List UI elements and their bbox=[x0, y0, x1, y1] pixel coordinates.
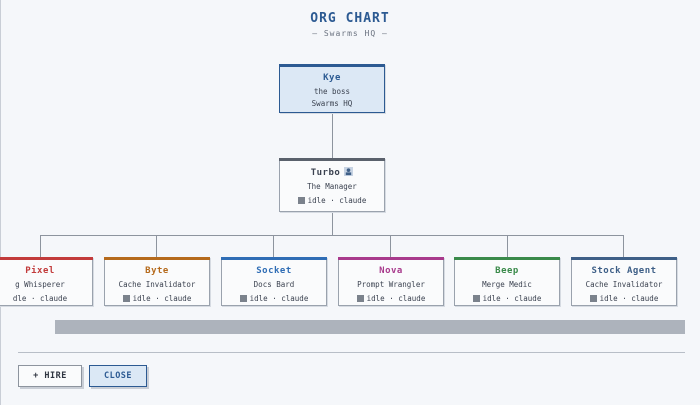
boss-card[interactable]: Kye the boss Swarms HQ bbox=[279, 64, 385, 113]
connector-horizontal bbox=[40, 235, 624, 236]
card-name: Turbo bbox=[280, 167, 384, 178]
card-name: Kye bbox=[323, 73, 341, 83]
card-accent-bar bbox=[0, 257, 93, 260]
card-status-text: idle · claude bbox=[366, 294, 426, 303]
card-org: Swarms HQ bbox=[311, 99, 353, 108]
window-edge bbox=[0, 0, 1, 405]
card-role: Cache Invalidator bbox=[118, 280, 196, 289]
person-icon bbox=[344, 167, 354, 176]
card-status-text: idle · claude bbox=[132, 294, 192, 303]
card-name: Pixel bbox=[25, 266, 55, 276]
card-role: Cache Invalidator bbox=[585, 280, 663, 289]
connector-manager-trunk bbox=[332, 212, 333, 235]
hire-button[interactable]: + HIRE bbox=[18, 365, 82, 387]
horizontal-scrollbar[interactable] bbox=[55, 320, 685, 334]
status-square-icon bbox=[589, 295, 597, 302]
report-card-beep[interactable]: Beep Merge Medic idle · claude bbox=[454, 257, 560, 306]
card-role: the boss bbox=[313, 87, 351, 96]
connector-drop-3 bbox=[273, 235, 274, 257]
card-status-text: idle · claude bbox=[482, 294, 542, 303]
card-status-text: dle · claude bbox=[12, 294, 68, 303]
connector-drop-4 bbox=[390, 235, 391, 257]
card-name: Stock Agent bbox=[591, 266, 657, 276]
card-accent-bar bbox=[221, 257, 327, 260]
card-role: Merge Medic bbox=[482, 280, 532, 289]
card-accent-bar bbox=[104, 257, 210, 260]
card-status-text: idle · claude bbox=[599, 294, 659, 303]
report-card-nova[interactable]: Nova Prompt Wrangler idle · claude bbox=[338, 257, 444, 306]
page-subtitle: — Swarms HQ — bbox=[312, 29, 388, 38]
card-name-text: Turbo bbox=[310, 168, 341, 178]
card-status: idle · claude bbox=[572, 294, 676, 303]
status-square-icon bbox=[297, 197, 305, 204]
card-status: dle · claude bbox=[0, 294, 92, 303]
status-square-icon bbox=[122, 295, 130, 302]
status-square-icon bbox=[472, 295, 480, 302]
report-card-byte[interactable]: Byte Cache Invalidator idle · claude bbox=[104, 257, 210, 306]
close-button[interactable]: CLOSE bbox=[89, 365, 147, 387]
connector-drop-5 bbox=[507, 235, 508, 257]
card-role: The Manager bbox=[307, 182, 357, 191]
card-accent-bar bbox=[279, 158, 385, 161]
card-name: Beep bbox=[495, 266, 519, 276]
card-status: idle · claude bbox=[455, 294, 559, 303]
connector-drop-6 bbox=[623, 235, 624, 257]
card-accent-bar bbox=[571, 257, 677, 260]
card-role: Docs Bard bbox=[253, 280, 295, 289]
card-status: idle · claude bbox=[105, 294, 209, 303]
report-card-socket[interactable]: Socket Docs Bard idle · claude bbox=[221, 257, 327, 306]
card-accent-bar bbox=[338, 257, 444, 260]
report-card-stock-agent[interactable]: Stock Agent Cache Invalidator idle · cla… bbox=[571, 257, 677, 306]
card-name: Nova bbox=[379, 266, 403, 276]
card-role: g Whisperer bbox=[15, 280, 65, 289]
connector-drop-2 bbox=[156, 235, 157, 257]
card-accent-bar bbox=[454, 257, 560, 260]
card-status: idle · claude bbox=[339, 294, 443, 303]
connector-boss-manager bbox=[332, 113, 333, 158]
card-name: Byte bbox=[145, 266, 169, 276]
card-status: idle · claude bbox=[222, 294, 326, 303]
manager-card[interactable]: Turbo The Manager idle · claude bbox=[279, 158, 385, 212]
card-status: idle · claude bbox=[280, 196, 384, 205]
status-square-icon bbox=[239, 295, 247, 302]
card-accent-bar bbox=[279, 64, 385, 67]
card-name: Socket bbox=[256, 266, 292, 276]
page-title: ORG CHART bbox=[310, 11, 390, 26]
footer-divider bbox=[18, 352, 685, 353]
card-status-text: idle · claude bbox=[307, 196, 367, 205]
status-square-icon bbox=[356, 295, 364, 302]
card-role: Prompt Wrangler bbox=[357, 280, 425, 289]
connector-drop-1 bbox=[40, 235, 41, 257]
card-status-text: idle · claude bbox=[249, 294, 309, 303]
report-card-pixel[interactable]: Pixel g Whisperer dle · claude bbox=[0, 257, 93, 306]
